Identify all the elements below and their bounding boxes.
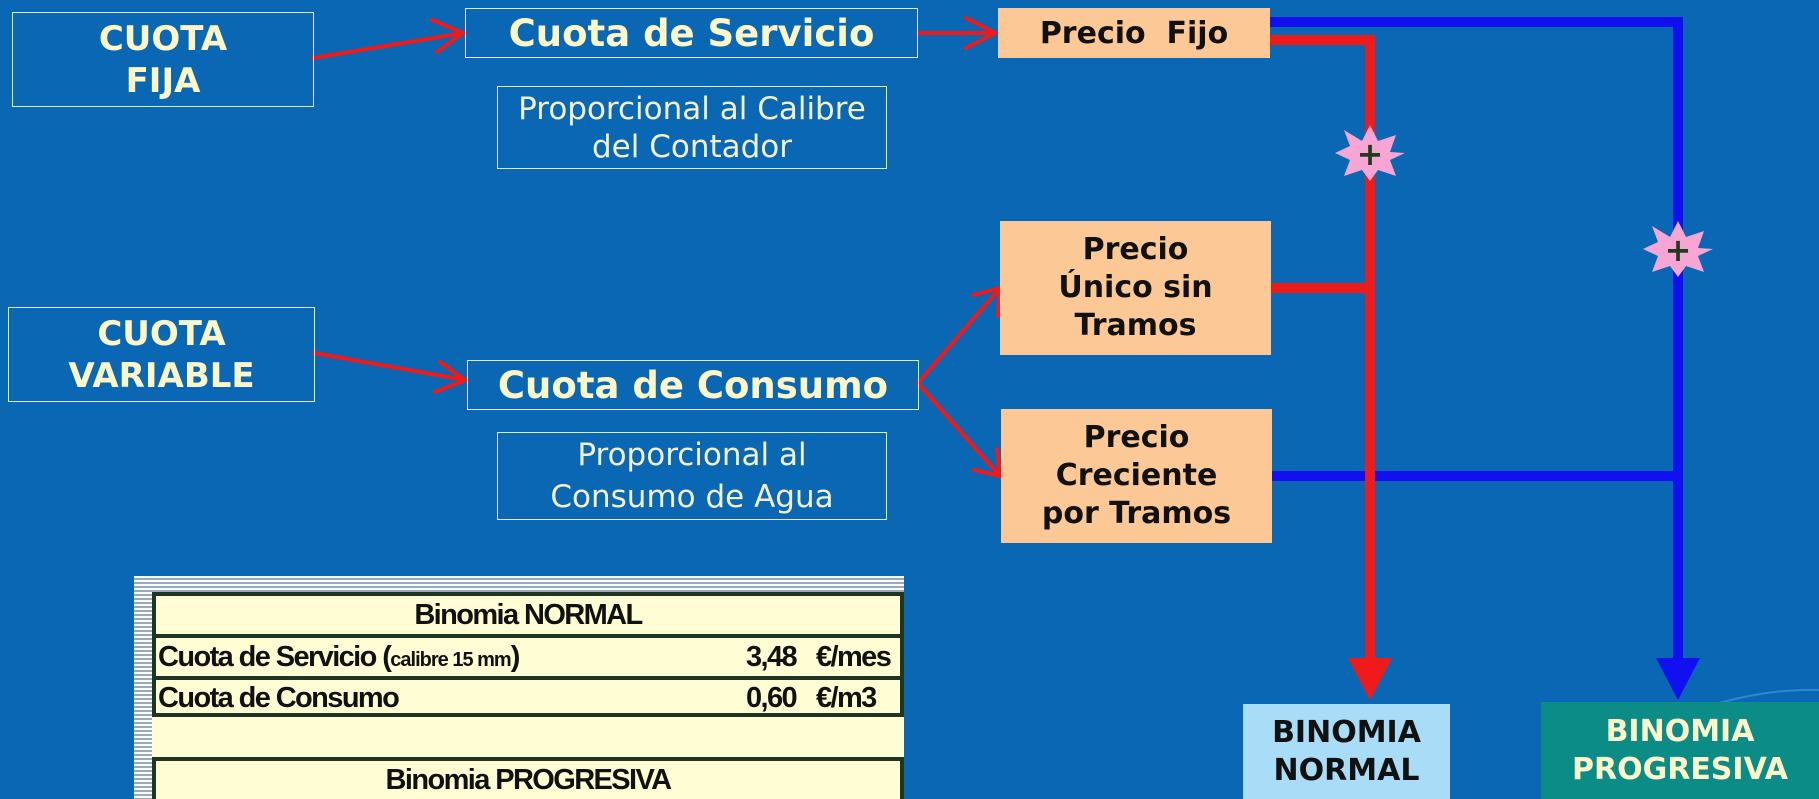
table-title-progresiva: Binomia PROGRESIVA	[385, 763, 672, 796]
binomia-normal-line-2: NORMAL	[1273, 752, 1420, 788]
consumo-note-line-1: Proporcional al	[577, 437, 807, 473]
table-row: Cuota de Servicio (calibre 15 mm) 3,48 €…	[156, 638, 900, 680]
precio-creciente-line-2: Creciente	[1055, 458, 1218, 493]
binomia-progresiva-table: Binomia PROGRESIVA	[152, 757, 904, 799]
plus-sign: +	[1665, 231, 1692, 269]
binomia-progresiva-box: BINOMIA PROGRESIVA	[1541, 702, 1819, 799]
cuota-servicio-box: Cuota de Servicio	[465, 8, 918, 58]
consumo-note-line-2: Consumo de Agua	[550, 479, 834, 515]
arrow-fija-to-servicio	[311, 18, 468, 60]
blue-connector	[1270, 17, 1683, 670]
spreadsheet-embed: Binomia NORMAL Cuota de Servicio (calibr…	[134, 576, 904, 799]
servicio-note-line-1: Proporcional al Calibre	[518, 90, 866, 127]
cuota-servicio-label: Cuota de Servicio	[508, 11, 875, 55]
binomia-normal-table: Binomia NORMAL Cuota de Servicio (calibr…	[152, 592, 904, 717]
precio-creciente-box: Precio Creciente por Tramos	[1001, 409, 1272, 543]
table-title-row: Binomia NORMAL	[156, 596, 900, 638]
binomia-progresiva-line-1: BINOMIA	[1605, 713, 1755, 749]
binomia-normal-box: BINOMIA NORMAL	[1243, 704, 1450, 799]
precio-fijo-box: Precio Fijo	[998, 8, 1270, 58]
arrow-consumo-to-unico	[916, 285, 1003, 385]
table-title-normal: Binomia NORMAL	[414, 598, 643, 631]
plus-badge-progressive: +	[1643, 221, 1713, 277]
cuota-fija-box: CUOTA FIJA	[12, 12, 314, 107]
cuota-consumo-box: Cuota de Consumo	[467, 360, 919, 410]
consumo-note-box: Proporcional al Consumo de Agua	[497, 432, 887, 520]
table-row: Cuota de Consumo 0,60 €/m3	[156, 680, 900, 717]
plus-badge-normal: +	[1335, 125, 1405, 181]
arrow-variable-to-consumo	[312, 351, 470, 394]
precio-unico-box: Precio Único sin Tramos	[1000, 221, 1271, 355]
precio-unico-line-2: Único sin	[1058, 270, 1213, 305]
row-value: 0,60	[745, 682, 798, 714]
precio-creciente-line-1: Precio	[1083, 420, 1190, 455]
precio-creciente-line-3: por Tramos	[1041, 496, 1232, 531]
row-unit: €/m3	[816, 682, 877, 714]
row-unit: €/mes	[816, 640, 892, 673]
row-label: Cuota de Servicio (calibre 15 mm)	[158, 640, 520, 673]
row-value: 3,48	[745, 640, 798, 673]
precio-unico-line-3: Tramos	[1074, 308, 1197, 343]
row-label: Cuota de Consumo	[158, 682, 400, 714]
red-connector	[1270, 35, 1375, 670]
binomia-normal-line-1: BINOMIA	[1272, 714, 1421, 750]
cuota-variable-box: CUOTA VARIABLE	[8, 307, 315, 402]
servicio-note-box: Proporcional al Calibre del Contador	[497, 86, 887, 169]
cuota-variable-line-2: VARIABLE	[68, 355, 255, 396]
precio-unico-line-1: Precio	[1082, 232, 1189, 267]
plus-sign: +	[1357, 135, 1384, 173]
arrow-consumo-to-creciente	[916, 381, 1003, 479]
table-spacer	[152, 717, 904, 757]
blue-arrowhead	[1656, 658, 1700, 700]
servicio-note-line-2: del Contador	[591, 128, 793, 165]
red-arrowhead	[1348, 658, 1392, 700]
cuota-consumo-label: Cuota de Consumo	[497, 363, 889, 407]
cuota-fija-line-1: CUOTA	[98, 18, 228, 59]
table-title-row: Binomia PROGRESIVA	[156, 761, 900, 799]
cuota-fija-line-2: FIJA	[125, 60, 201, 101]
binomia-progresiva-line-2: PROGRESIVA	[1572, 751, 1788, 787]
arrow-servicio-to-fijo	[916, 16, 1000, 50]
precio-fijo-label: Precio Fijo	[1039, 15, 1229, 51]
cuota-variable-line-1: CUOTA	[97, 313, 226, 354]
